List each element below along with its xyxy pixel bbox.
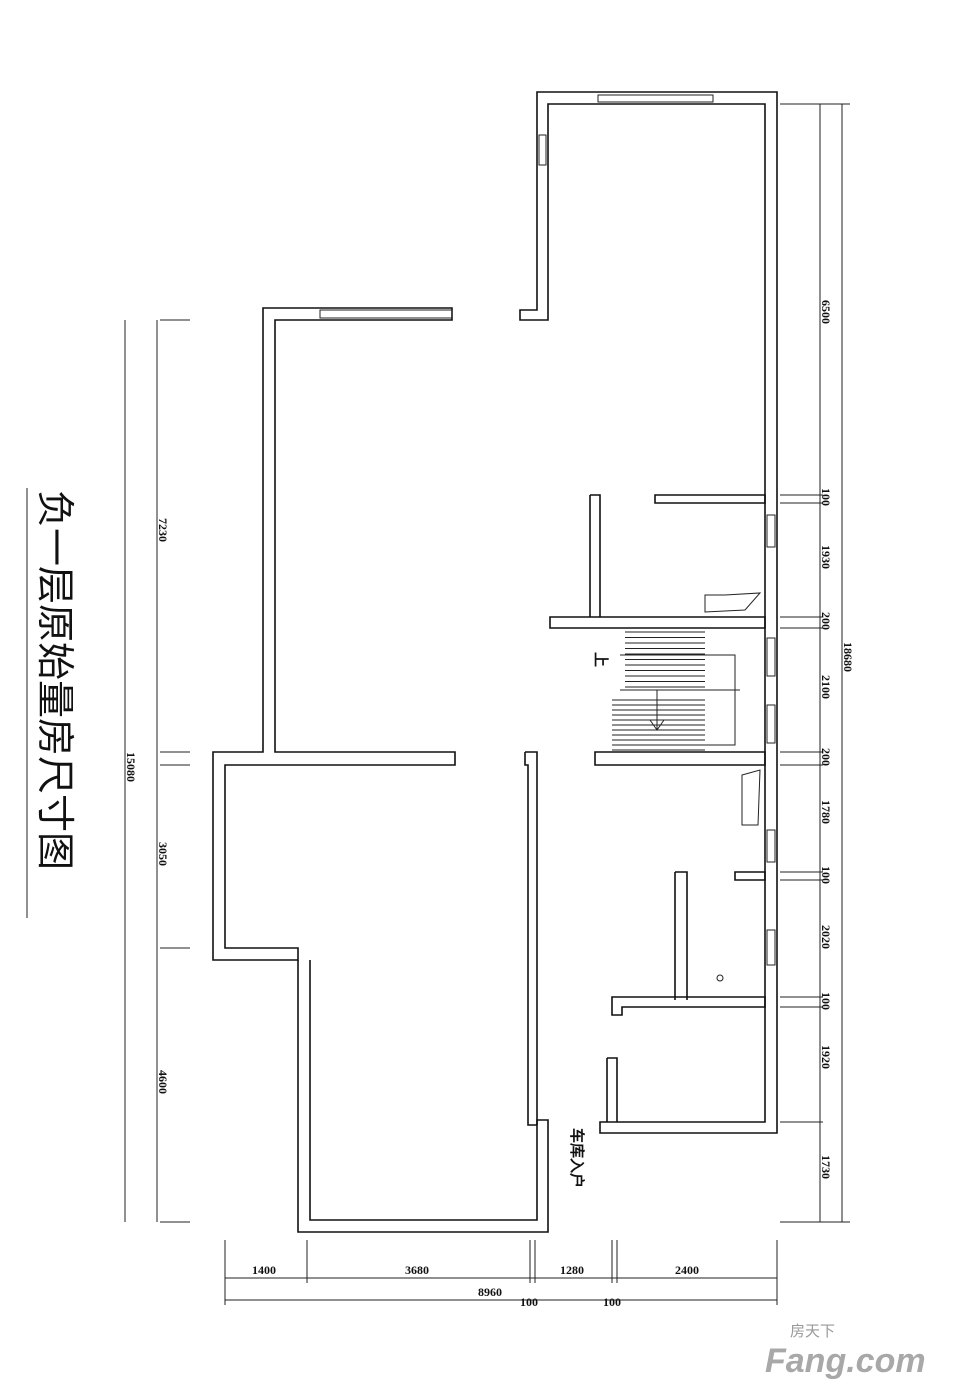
- dim-label: 6500: [819, 300, 833, 324]
- dim-label: 200: [819, 748, 833, 766]
- dimension-lines: [124, 103, 850, 1305]
- dim-label: 1920: [819, 1045, 833, 1069]
- dim-label: 4600: [156, 1070, 170, 1094]
- dim-label: 100: [603, 1295, 621, 1309]
- walls: [212, 91, 778, 1233]
- dim-label: 1400: [252, 1263, 276, 1277]
- page-title: 负一层原始量房尺寸图: [33, 490, 77, 870]
- dim-label: 1780: [819, 800, 833, 824]
- dim-total-label: 15080: [124, 752, 138, 782]
- dim-total-label: 8960: [478, 1285, 502, 1299]
- watermark-en: Fang.com: [765, 1342, 926, 1380]
- dim-label: 3680: [405, 1263, 429, 1277]
- dim-label: 1730: [819, 1155, 833, 1179]
- right-dimension-labels: 6500 100 1930 200 2100 200 1780 100 2020…: [124, 300, 855, 1309]
- dim-label: 200: [819, 612, 833, 630]
- dim-label: 1930: [819, 545, 833, 569]
- dim-label: 7230: [156, 518, 170, 542]
- drain-icon: [716, 974, 724, 982]
- door-swing: [741, 769, 761, 826]
- dim-label: 1280: [560, 1263, 584, 1277]
- garage-entry-label: 车库入户: [568, 1128, 586, 1188]
- dim-label: 2400: [675, 1263, 699, 1277]
- windows: [319, 94, 776, 966]
- stair-landing: [704, 592, 762, 613]
- dim-label: 2020: [819, 925, 833, 949]
- dim-label: 100: [819, 992, 833, 1010]
- watermark-logo: 房天下 Fang.com: [765, 1323, 926, 1380]
- watermark-cn: 房天下: [790, 1323, 835, 1340]
- dim-label: 100: [520, 1295, 538, 1309]
- stair-arrow-icon: [620, 654, 740, 746]
- dim-label: 2100: [819, 675, 833, 699]
- dim-total-label: 18680: [841, 642, 855, 672]
- staircase: [612, 631, 705, 751]
- stairs-up-label: 上: [592, 652, 610, 667]
- dim-label: 100: [819, 488, 833, 506]
- dim-label: 3050: [156, 842, 170, 866]
- dim-label: 100: [819, 866, 833, 884]
